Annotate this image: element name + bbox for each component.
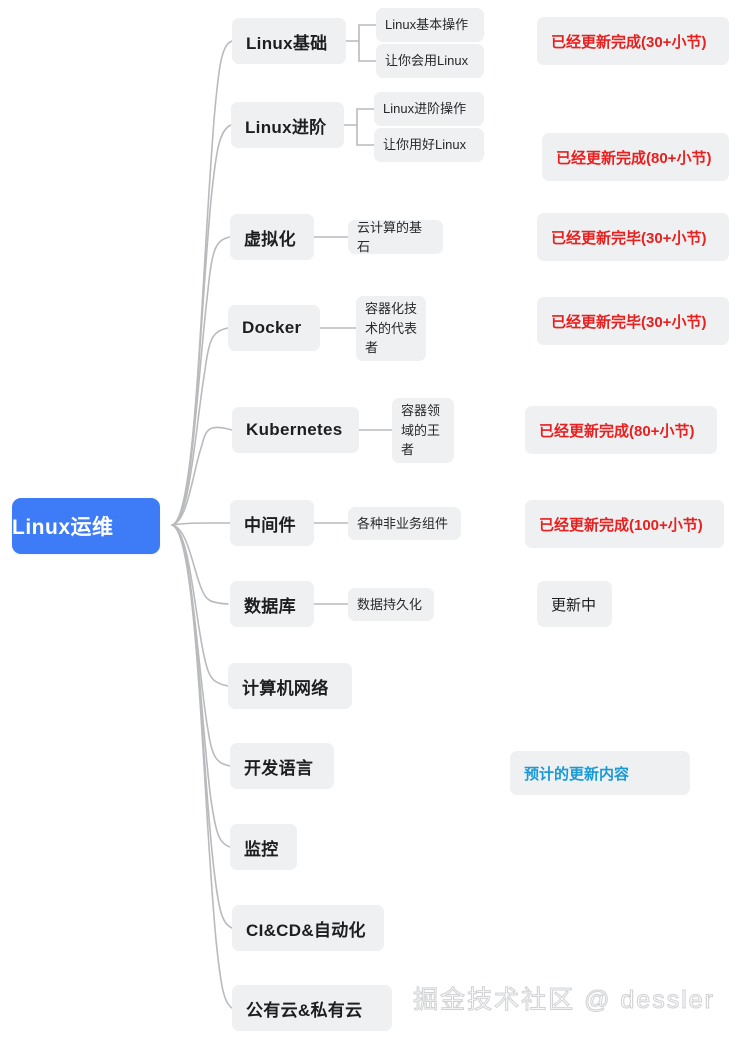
root-node-label: Linux运维: [12, 516, 114, 539]
leaf-node-master-linux[interactable]: 让你用好Linux: [374, 128, 484, 162]
status-badge-label: 预计的更新内容: [524, 765, 630, 783]
branch-label: Linux基础: [246, 33, 328, 53]
branch-node-cicd-automation[interactable]: CI&CD&自动化: [232, 905, 384, 951]
branch-node-dev-languages[interactable]: 开发语言: [230, 743, 334, 789]
leaf-label: Linux基本操作: [385, 17, 469, 33]
leaf-label: 让你会用Linux: [385, 53, 469, 69]
leaf-node-linux-advanced-ops[interactable]: Linux进阶操作: [374, 92, 484, 126]
branch-node-kubernetes[interactable]: Kubernetes: [232, 407, 359, 453]
branch-label: CI&CD&自动化: [246, 920, 366, 940]
status-badge-linux-advanced: 已经更新完成(80+小节): [542, 133, 729, 181]
status-badge-label: 已经更新完成(30+小节): [551, 33, 707, 51]
status-badge-label: 更新中: [551, 596, 597, 614]
branch-node-linux-basics[interactable]: Linux基础: [232, 18, 346, 64]
branch-node-public-private-cloud[interactable]: 公有云&私有云: [232, 985, 392, 1031]
leaf-label: 让你用好Linux: [383, 137, 467, 153]
status-badge-label: 已经更新完毕(30+小节): [551, 313, 707, 331]
status-badge-virtualization: 已经更新完毕(30+小节): [537, 213, 729, 261]
status-badge-middleware: 已经更新完成(100+小节): [525, 500, 724, 548]
branch-node-computer-network[interactable]: 计算机网络: [228, 663, 352, 709]
branch-label: Kubernetes: [246, 420, 343, 439]
branch-node-virtualization[interactable]: 虚拟化: [230, 214, 314, 260]
leaf-node-container-representative[interactable]: 容器化技术的代表者: [356, 296, 426, 361]
leaf-label: 云计算的基石: [357, 219, 423, 255]
status-badge-label: 已经更新完成(80+小节): [539, 422, 695, 440]
status-badge-linux-basics: 已经更新完成(30+小节): [537, 17, 729, 65]
branch-node-docker[interactable]: Docker: [228, 305, 320, 351]
branch-label: 中间件: [244, 515, 296, 535]
branch-node-monitoring[interactable]: 监控: [230, 824, 297, 870]
branch-label: Linux进阶: [245, 117, 327, 137]
branch-label: 虚拟化: [244, 229, 296, 249]
leaf-node-use-linux[interactable]: 让你会用Linux: [376, 44, 484, 78]
branch-node-database[interactable]: 数据库: [230, 581, 314, 627]
leaf-label: 数据持久化: [357, 596, 423, 612]
watermark: 掘金技术社区 @ dessler: [413, 986, 715, 1015]
branch-node-linux-advanced[interactable]: Linux进阶: [231, 102, 344, 148]
leaf-label: 各种非业务组件: [357, 515, 449, 531]
branch-label: 公有云&私有云: [246, 1000, 363, 1020]
leaf-label: Linux进阶操作: [383, 101, 467, 117]
status-badge-docker: 已经更新完毕(30+小节): [537, 297, 729, 345]
leaf-node-data-persistence[interactable]: 数据持久化: [348, 588, 434, 621]
status-badge-label: 已经更新完成(80+小节): [556, 149, 712, 167]
leaf-node-linux-basic-ops[interactable]: Linux基本操作: [376, 8, 484, 42]
branch-label: Docker: [242, 318, 302, 337]
root-node[interactable]: Linux运维: [12, 498, 160, 554]
status-badge-database: 更新中: [537, 581, 612, 627]
branch-node-middleware[interactable]: 中间件: [230, 500, 314, 546]
leaf-label: 容器化技术的代表者: [365, 301, 418, 356]
leaf-node-non-business-components[interactable]: 各种非业务组件: [348, 507, 461, 540]
leaf-label: 容器领域的王者: [401, 403, 441, 458]
branch-label: 数据库: [244, 596, 296, 616]
status-badge-label: 已经更新完毕(30+小节): [551, 229, 707, 247]
branch-label: 开发语言: [244, 758, 314, 778]
branch-label: 监控: [244, 839, 279, 859]
leaf-node-cloud-cornerstone[interactable]: 云计算的基石: [348, 220, 443, 254]
status-badge-planned-content: 预计的更新内容: [510, 751, 690, 795]
status-badge-kubernetes: 已经更新完成(80+小节): [525, 406, 717, 454]
leaf-node-container-king[interactable]: 容器领域的王者: [392, 398, 454, 463]
branch-label: 计算机网络: [242, 678, 329, 698]
status-badge-label: 已经更新完成(100+小节): [539, 516, 703, 534]
